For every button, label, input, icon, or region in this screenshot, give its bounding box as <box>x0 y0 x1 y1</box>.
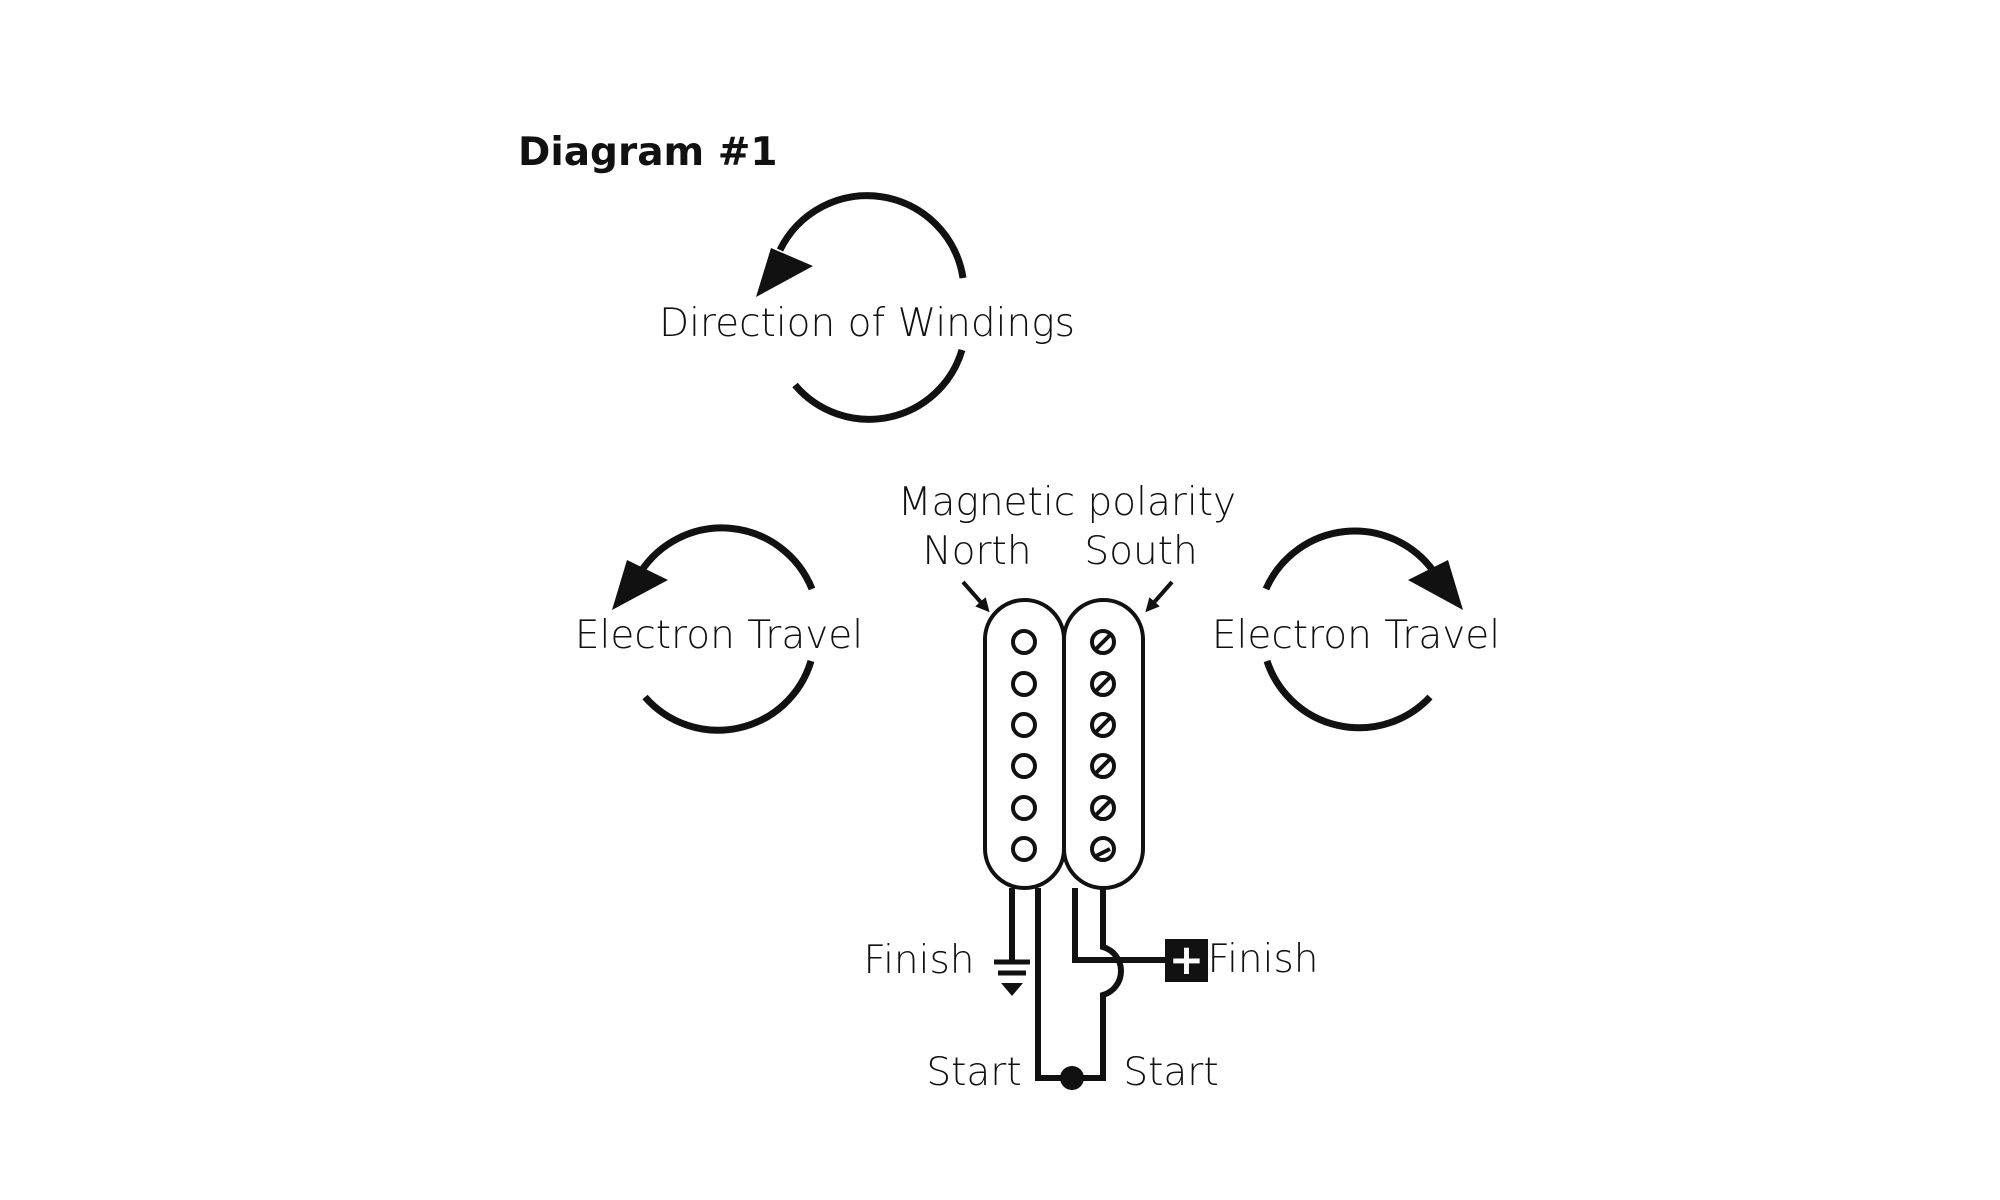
ground-icon <box>994 959 1030 996</box>
south-coil <box>1062 598 1145 890</box>
electron-travel-right-rotation-icon <box>1262 527 1463 732</box>
south-pole-screws <box>1090 629 1116 862</box>
electron-travel-right-label: Electron Travel <box>1212 613 1500 658</box>
electron-travel-left-arrowhead-icon <box>612 560 668 610</box>
north-label: North <box>922 529 1031 574</box>
windings-rotation-icon <box>756 192 967 423</box>
pole-screw <box>1090 671 1116 697</box>
pole-piece <box>1011 712 1037 738</box>
pole-piece <box>1011 671 1037 697</box>
finish-left-label: Finish <box>863 938 974 983</box>
pole-piece <box>1011 753 1037 779</box>
pole-piece <box>1011 795 1037 821</box>
pole-screw <box>1090 753 1116 779</box>
electron-travel-left-rotation-icon <box>612 524 816 734</box>
pole-screw <box>1090 836 1116 862</box>
finish-right-label: Finish <box>1207 937 1318 982</box>
south-finish-wire <box>1072 888 1170 963</box>
pole-screw <box>1090 795 1116 821</box>
pole-screw <box>1090 712 1116 738</box>
electron-travel-left-label: Electron Travel <box>575 613 863 658</box>
north-start-wire <box>1035 888 1103 1081</box>
pole-screw <box>1090 629 1116 655</box>
south-label: South <box>1084 529 1197 574</box>
north-coil <box>983 598 1066 890</box>
south-pointer-arrow-icon <box>1145 580 1174 613</box>
magnetic-polarity-label: Magnetic polarity <box>898 480 1236 525</box>
north-pole-pieces <box>1011 629 1037 862</box>
windings-arrowhead-icon <box>756 248 813 297</box>
south-start-wire <box>1075 888 1124 1081</box>
positive-symbol: + <box>1169 935 1204 984</box>
positive-terminal-icon: + <box>1165 935 1208 984</box>
north-pointer-arrow-icon <box>961 580 990 613</box>
electron-travel-right-arrowhead-icon <box>1408 560 1463 610</box>
start-left-label: Start <box>926 1050 1021 1095</box>
start-junction-dot <box>1060 1066 1084 1090</box>
diagram-title: Diagram #1 <box>518 130 778 175</box>
windings-label: Direction of Windings <box>659 301 1075 346</box>
pole-piece <box>1011 629 1037 655</box>
pole-piece <box>1011 836 1037 862</box>
start-right-label: Start <box>1123 1050 1218 1095</box>
